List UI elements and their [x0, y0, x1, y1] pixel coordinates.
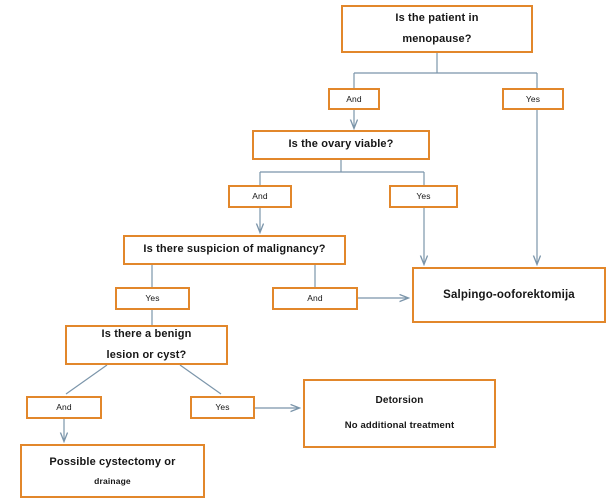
node-yes-3[interactable]: Yes: [115, 287, 190, 310]
node-text-line1: Salpingo-ooforektomija: [443, 288, 575, 301]
node-and-1[interactable]: And: [328, 88, 380, 110]
node-salpingo-ooforektomija[interactable]: Salpingo-ooforektomija: [412, 267, 606, 323]
node-text-line1: Yes: [525, 93, 541, 104]
node-menopause-question[interactable]: Is the patient in menopause?: [341, 5, 533, 53]
node-and-4[interactable]: And: [26, 396, 102, 419]
node-text-line1: And: [56, 402, 72, 413]
node-text-line1: Is the patient in: [395, 11, 479, 24]
node-text-line1: Yes: [215, 402, 230, 413]
node-and-2[interactable]: And: [228, 185, 292, 208]
node-text-line2: No additional treatment: [344, 420, 455, 432]
node-yes-2[interactable]: Yes: [389, 185, 458, 208]
node-text-line1: Yes: [416, 191, 431, 202]
node-malignancy-question[interactable]: Is there suspicion of malignancy?: [123, 235, 346, 265]
node-text-line2: lesion or cyst?: [106, 348, 187, 361]
node-text-line1: And: [252, 191, 268, 202]
node-and-3[interactable]: And: [272, 287, 358, 310]
node-benign-lesion-question[interactable]: Is there a benign lesion or cyst?: [65, 325, 228, 365]
node-text-line2: drainage: [94, 475, 131, 486]
node-text-line1: Detorsion: [375, 394, 424, 406]
node-text-line1: Is there suspicion of malignancy?: [143, 243, 326, 256]
node-yes-1[interactable]: Yes: [502, 88, 564, 110]
node-text-line1: And: [346, 93, 362, 104]
edge-benign-to-yes-4: [179, 364, 222, 395]
node-text-line1: Possible cystectomy or: [49, 455, 176, 468]
node-text-line1: Is there a benign: [101, 327, 192, 340]
node-yes-4[interactable]: Yes: [190, 396, 255, 419]
node-text-line2: menopause?: [402, 32, 472, 45]
node-possible-cystectomy[interactable]: Possible cystectomy or drainage: [20, 444, 205, 498]
node-text-line1: Yes: [145, 293, 160, 304]
node-text-line1: And: [307, 293, 323, 304]
edge-benign-to-and-4: [65, 364, 108, 395]
node-text-line1: Is the ovary viable?: [288, 138, 394, 151]
node-detorsion[interactable]: Detorsion No additional treatment: [303, 379, 496, 448]
node-ovary-viable-question[interactable]: Is the ovary viable?: [252, 130, 430, 160]
